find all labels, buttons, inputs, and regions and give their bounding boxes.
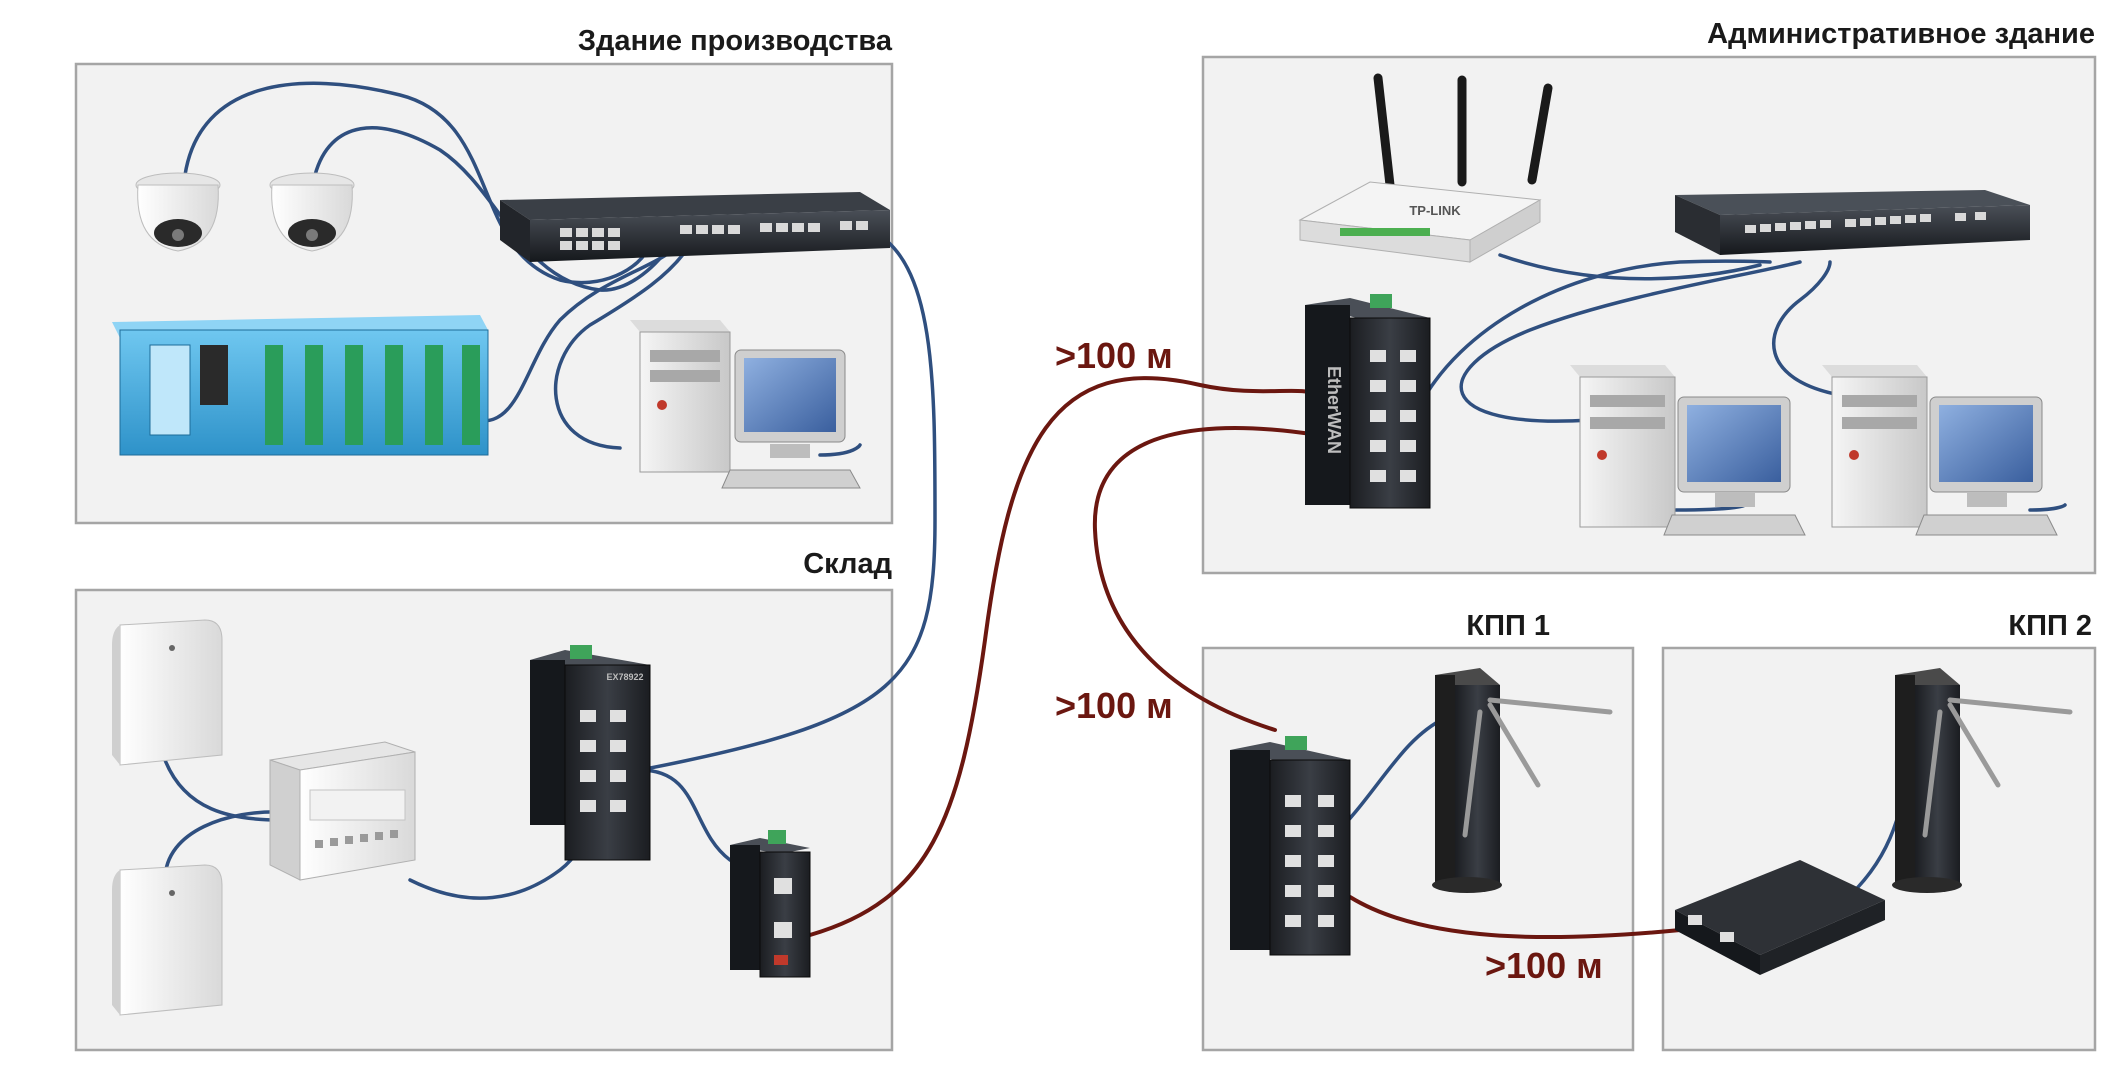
link-label-warehouse-admin: >100 м bbox=[1055, 335, 1173, 376]
extender-model-label: EX78922 bbox=[606, 672, 643, 682]
rack-switch-icon bbox=[1675, 190, 2030, 255]
zone-checkpoint2 bbox=[1661, 646, 2097, 1052]
zone-title-checkpoint1: КПП 1 bbox=[1466, 610, 1550, 642]
desktop-computer-icon bbox=[630, 320, 861, 489]
zone-title-warehouse: Склад bbox=[803, 548, 892, 580]
access-controller-icon bbox=[269, 741, 416, 881]
router-brand-label: TP-LINK bbox=[1409, 203, 1461, 218]
wifi-router-icon: TP-LINK bbox=[1298, 73, 1553, 263]
zone-title-checkpoint2: КПП 2 bbox=[2008, 610, 2092, 642]
io-controller-icon bbox=[112, 315, 489, 456]
din-rail-switch-icon: EtherWAN bbox=[1305, 294, 1431, 509]
desktop-computer-icon bbox=[1822, 365, 2058, 536]
link-label-checkpoint1-checkpoint2: >100 м bbox=[1485, 945, 1603, 986]
card-reader-icon bbox=[112, 864, 223, 1016]
card-reader-icon bbox=[112, 619, 223, 766]
media-converter-icon bbox=[1675, 860, 1885, 975]
desktop-computer-icon bbox=[1570, 365, 1806, 536]
rack-switch-icon bbox=[500, 192, 890, 262]
ethernet-extender-icon bbox=[730, 830, 811, 978]
dome-camera-icon bbox=[135, 172, 221, 252]
extender-brand-label: EtherWAN bbox=[1324, 366, 1344, 454]
link-label-admin-checkpoint1: >100 м bbox=[1055, 685, 1173, 726]
long-range-cables bbox=[808, 376, 1702, 940]
dome-camera-icon bbox=[269, 172, 355, 252]
zone-title-production: Здание производства bbox=[578, 25, 893, 57]
din-rail-switch-icon: EX78922 bbox=[530, 645, 651, 861]
zone-title-admin: Административное здание bbox=[1707, 18, 2095, 50]
din-rail-switch-icon bbox=[1230, 736, 1351, 956]
turnstile-icon bbox=[1892, 668, 2073, 893]
turnstile-icon bbox=[1432, 668, 1613, 893]
